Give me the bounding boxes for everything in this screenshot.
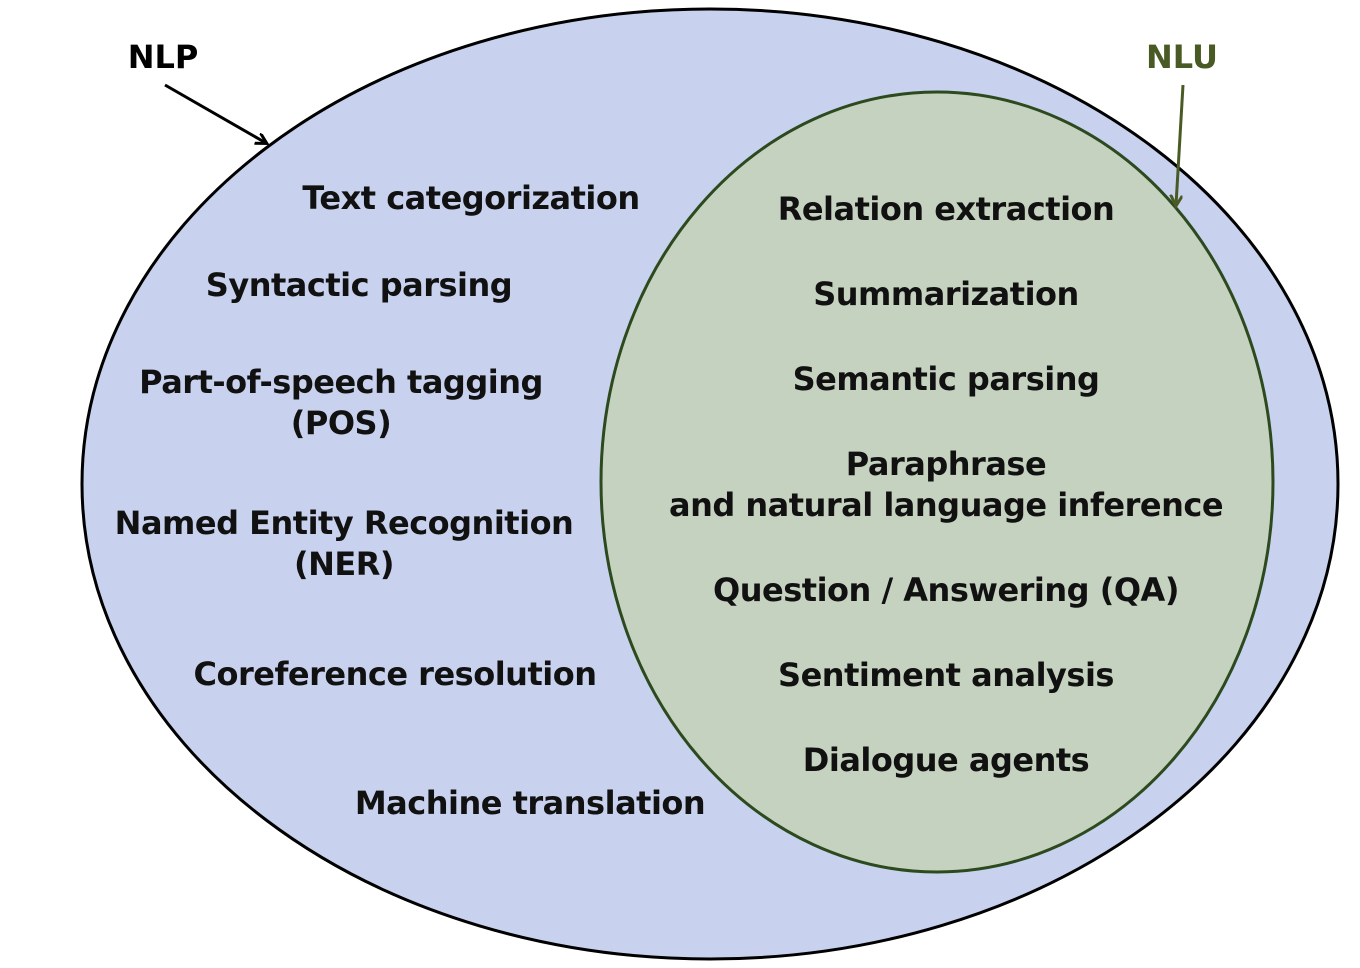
nlu-ellipse [599, 90, 1275, 874]
nlu-label: NLU [1145, 38, 1219, 76]
nlu-task-2: Summarization [813, 274, 1079, 315]
nlp-task-5: Coreference resolution [194, 654, 597, 695]
nlu-task-4-line-1: Paraphrase [845, 445, 1047, 483]
nlp-task-5-line-1: Coreference resolution [193, 655, 597, 693]
nlp-task-2-line-1: Syntactic parsing [205, 266, 513, 304]
nlp-task-6-line-1: Machine translation [354, 784, 706, 822]
nlu-task-1-line-1: Relation extraction [777, 190, 1115, 228]
nlu-task-6-line-1: Sentiment analysis [778, 656, 1114, 694]
nlp-arrow [164, 83, 266, 143]
nlu-task-4-line-2: and natural language inference [668, 486, 1224, 524]
nlu-arrow [1176, 84, 1185, 205]
nlp-task-4-line-2: (NER) [293, 545, 395, 583]
nlp-task-6: Machine translation [354, 783, 706, 824]
nlu-task-7: Dialogue agents [802, 740, 1090, 781]
nlp-task-1-line-1: Text categorization [302, 179, 640, 217]
nlp-task-3-line-1: Part-of-speech tagging [139, 363, 543, 401]
nlp-label: NLP [127, 38, 199, 76]
nlp-task-4-line-1: Named Entity Recognition [114, 504, 574, 542]
nlp-task-3: Part-of-speech tagging(POS) [139, 362, 543, 444]
nlu-task-5: Question / Answering (QA) [713, 570, 1179, 611]
nlp-task-3-line-2: (POS) [290, 404, 392, 442]
nlu-task-1: Relation extraction [778, 189, 1115, 230]
nlu-task-3: Semantic parsing [793, 359, 1100, 400]
nlu-task-7-line-1: Dialogue agents [802, 741, 1090, 779]
nlu-task-3-line-1: Semantic parsing [792, 360, 1100, 398]
nlu-task-6: Sentiment analysis [778, 655, 1114, 696]
nlu-task-5-line-1: Question / Answering (QA) [713, 571, 1179, 609]
nlu-task-2-line-1: Summarization [813, 275, 1079, 313]
nlp-task-1: Text categorization [302, 178, 640, 219]
nlp-task-2: Syntactic parsing [205, 265, 513, 306]
nlp-task-4: Named Entity Recognition(NER) [115, 503, 574, 585]
